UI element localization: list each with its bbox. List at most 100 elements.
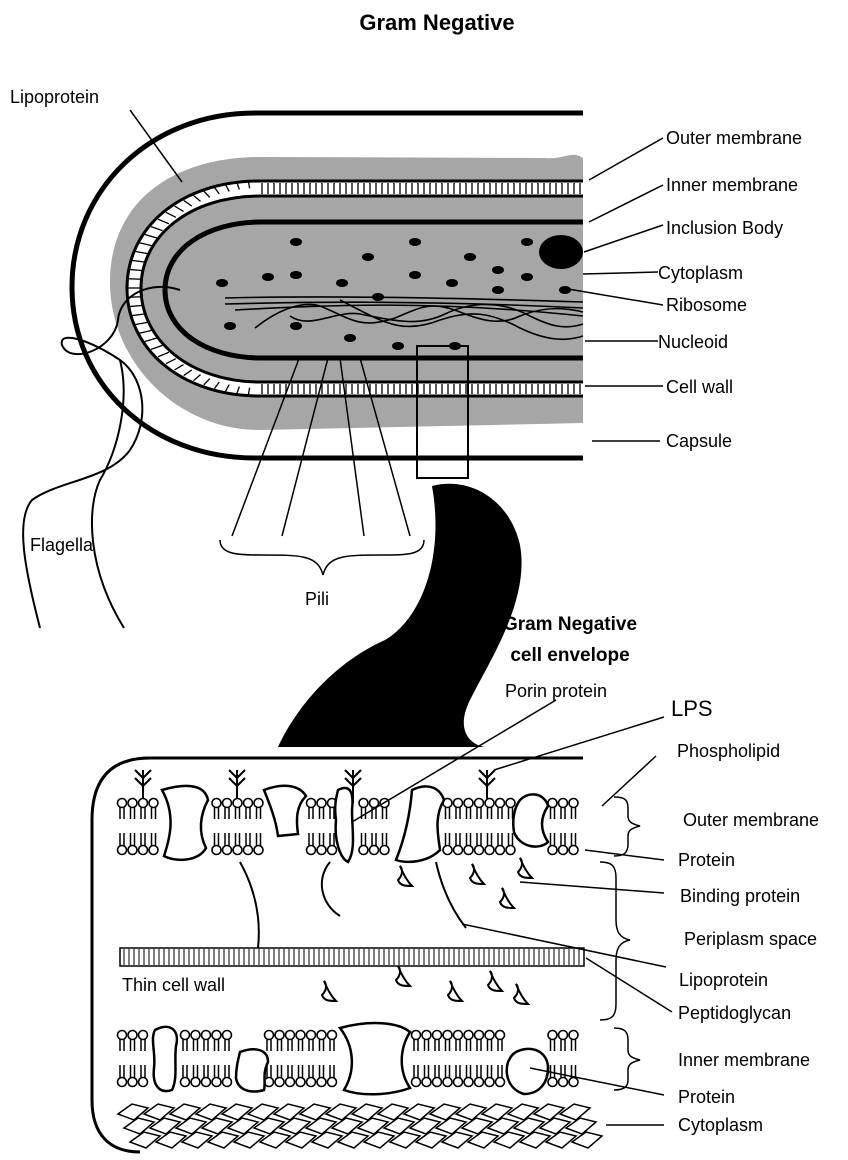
- lipid-head: [370, 846, 379, 855]
- cytoplasm-block: [508, 1104, 538, 1120]
- lipid-head: [559, 846, 568, 855]
- lipid-head: [118, 799, 127, 808]
- brace-periplasm: [600, 862, 630, 1020]
- lipid-head: [181, 1078, 190, 1087]
- lipid-head: [454, 846, 463, 855]
- lipid-tail: [309, 807, 313, 819]
- porin-3: [335, 788, 353, 862]
- lipid-tail: [141, 833, 145, 846]
- lipid-tail: [194, 1065, 198, 1078]
- lipid-head: [212, 1031, 221, 1040]
- lipid-tail: [372, 833, 376, 846]
- lipid-tail: [498, 807, 502, 819]
- lipid-tail: [498, 833, 502, 846]
- lipid-head: [181, 1031, 190, 1040]
- porin-2: [264, 786, 306, 836]
- lipid-head: [202, 1031, 211, 1040]
- lipid-tail: [435, 1039, 439, 1051]
- label-protein-outer: Protein: [678, 850, 735, 870]
- cytoplasm-block: [130, 1132, 160, 1148]
- cytoplasm-block: [364, 1132, 394, 1148]
- lipid-head: [244, 846, 253, 855]
- label-lipoprotein-top: Lipoprotein: [10, 87, 99, 107]
- porin-5: [513, 794, 548, 846]
- cytoplasm-block: [378, 1104, 408, 1120]
- lipid-tail: [330, 1039, 334, 1051]
- lipid-head: [128, 1031, 137, 1040]
- lipid-tail: [498, 1065, 502, 1078]
- lipid-tail: [498, 1039, 502, 1051]
- binding-protein: [470, 864, 484, 884]
- lipid-head: [475, 846, 484, 855]
- lipid-tail: [467, 1039, 471, 1051]
- lipid-tail: [425, 1039, 429, 1051]
- lipid-tail: [141, 807, 145, 819]
- lipid-tail: [225, 1065, 229, 1078]
- lipid-head: [485, 846, 494, 855]
- right-braces: [600, 797, 640, 1090]
- binding-protein: [322, 981, 336, 1001]
- lipid-head: [412, 1031, 421, 1040]
- lipid-head: [464, 799, 473, 808]
- lipid-head: [569, 846, 578, 855]
- cytoplasm-block: [254, 1118, 284, 1134]
- lipid-head: [548, 1031, 557, 1040]
- lipid-head: [265, 1031, 274, 1040]
- cytoplasm-block: [144, 1104, 174, 1120]
- lipid-head: [443, 846, 452, 855]
- cytoplasm-block: [170, 1104, 200, 1120]
- lipid-head: [548, 1078, 557, 1087]
- cytoplasm-block: [326, 1104, 356, 1120]
- lipid-tail: [414, 1065, 418, 1078]
- lipid-head: [422, 1078, 431, 1087]
- lipid-tail: [456, 807, 460, 819]
- lipid-tail: [131, 807, 135, 819]
- lipid-tail: [362, 833, 366, 846]
- lipid-tail: [446, 807, 450, 819]
- lipid-tail: [320, 807, 324, 819]
- lipid-head: [569, 1031, 578, 1040]
- lipid-head: [128, 799, 137, 808]
- lipid-tail: [456, 1065, 460, 1078]
- lipid-tail: [572, 833, 576, 846]
- cytoplasm-block: [456, 1104, 486, 1120]
- lipid-tail: [509, 807, 513, 819]
- lipid-tail: [446, 1065, 450, 1078]
- porin-4: [396, 786, 444, 862]
- cytoplasm-block: [430, 1104, 460, 1120]
- lipid-tail: [488, 1065, 492, 1078]
- cytoplasm-block: [566, 1118, 596, 1134]
- cytoplasm-block: [260, 1132, 290, 1148]
- lipid-head: [212, 846, 221, 855]
- binding-protein: [398, 866, 412, 886]
- lipid-tail: [477, 1039, 481, 1051]
- lipid-head: [149, 799, 158, 808]
- lipid-head: [433, 1031, 442, 1040]
- lipid-head: [223, 846, 232, 855]
- label-cell-wall: Cell wall: [666, 377, 733, 397]
- cytoplasm-block: [520, 1132, 550, 1148]
- lipid-head: [569, 1078, 578, 1087]
- cytoplasm-block: [196, 1104, 226, 1120]
- lipid-head: [548, 799, 557, 808]
- lipid-tail: [320, 833, 324, 846]
- lipid-tail: [131, 833, 135, 846]
- ribosome: [262, 273, 274, 281]
- cytoplasm-block: [560, 1104, 590, 1120]
- cytoplasm-block: [494, 1132, 524, 1148]
- lipid-head: [454, 1031, 463, 1040]
- cell-envelope-panel: [92, 758, 602, 1152]
- ribosome: [290, 271, 302, 279]
- lipid-head: [191, 1031, 200, 1040]
- lipid-head: [464, 846, 473, 855]
- cytoplasm-block: [514, 1118, 544, 1134]
- ribosome: [559, 286, 571, 294]
- lipid-tail: [309, 1039, 313, 1051]
- bacterium-cell: [23, 113, 583, 747]
- lipid-tail: [320, 1065, 324, 1078]
- page-title: Gram Negative: [359, 10, 514, 35]
- label-flagella: Flagella: [30, 535, 94, 555]
- lipid-head: [118, 1078, 127, 1087]
- lipid-tail: [551, 807, 555, 819]
- lipid-head: [286, 1078, 295, 1087]
